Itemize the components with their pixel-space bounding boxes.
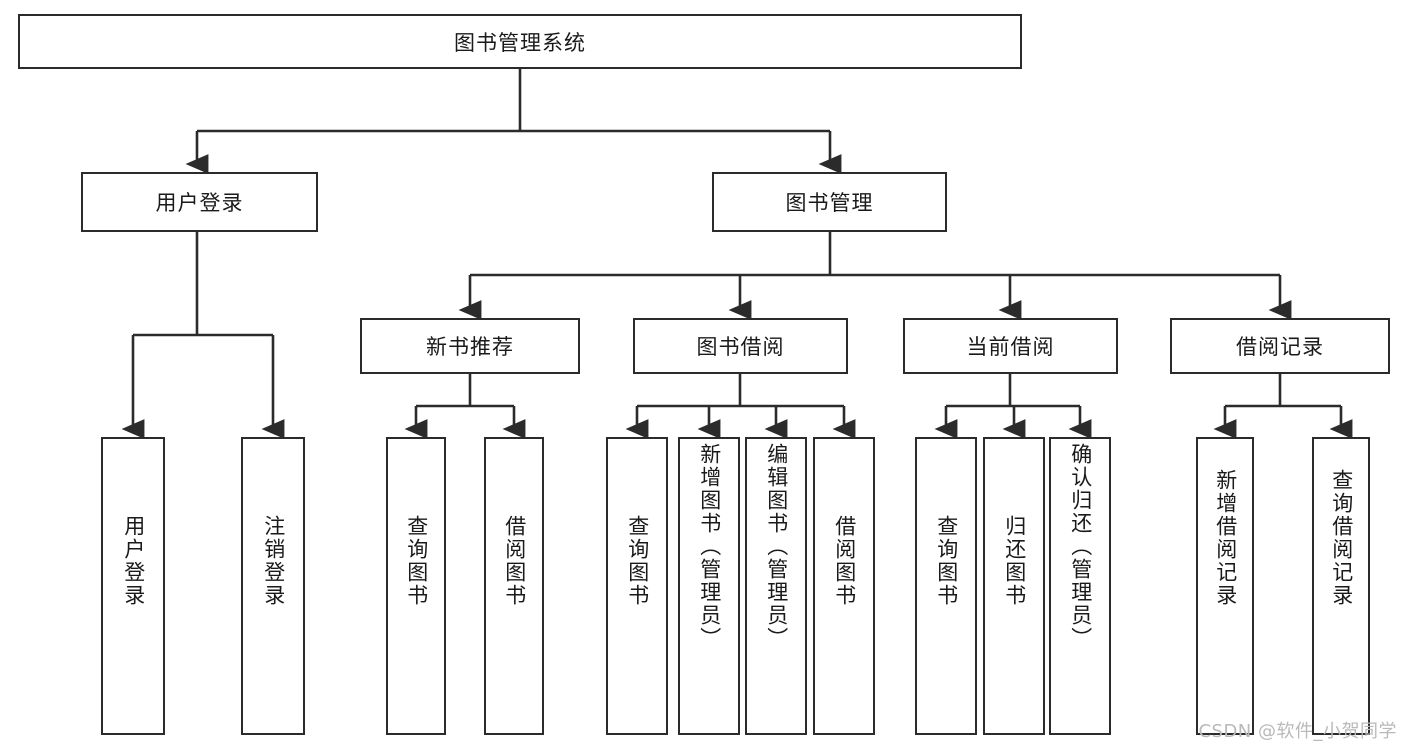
node-book-manage[interactable]: 图书管理 (712, 172, 947, 232)
node-borrow-record-label: 借阅记录 (1236, 335, 1324, 359)
node-leaf-query-books-recommend[interactable]: 查询图书 (386, 437, 446, 735)
node-leaf-query-borrow-record-label: 查询借阅记录 (1329, 469, 1354, 607)
node-root-label: 图书管理系统 (454, 30, 586, 55)
node-new-book-recommend-label: 新书推荐 (426, 335, 514, 359)
node-leaf-query-books-current[interactable]: 查询图书 (915, 437, 977, 735)
node-leaf-return-books[interactable]: 归还图书 (983, 437, 1045, 735)
node-leaf-borrow-books-borrow[interactable]: 借阅图书 (813, 437, 875, 735)
node-leaf-query-borrow-record[interactable]: 查询借阅记录 (1312, 437, 1370, 735)
node-leaf-return-books-label: 归还图书 (1002, 515, 1027, 607)
node-current-borrow[interactable]: 当前借阅 (903, 318, 1118, 374)
node-borrow-record[interactable]: 借阅记录 (1170, 318, 1390, 374)
node-root[interactable]: 图书管理系统 (18, 14, 1022, 69)
csdn-watermark: CSDN @软件_小贺同学 (1198, 721, 1397, 742)
node-leaf-user-login[interactable]: 用户登录 (101, 437, 165, 735)
node-leaf-query-books-current-label: 查询图书 (934, 515, 959, 607)
node-leaf-borrow-books-borrow-label: 借阅图书 (832, 515, 857, 607)
node-leaf-user-login-label: 用户登录 (121, 515, 146, 607)
node-leaf-edit-book-admin-label: 编辑图书（管理员） (764, 443, 789, 650)
node-user-login[interactable]: 用户登录 (81, 172, 318, 232)
node-leaf-query-books-recommend-label: 查询图书 (404, 515, 429, 607)
node-current-borrow-label: 当前借阅 (966, 335, 1055, 359)
node-leaf-query-books-borrow[interactable]: 查询图书 (606, 437, 668, 735)
node-leaf-borrow-books-recommend-label: 借阅图书 (502, 515, 527, 607)
node-leaf-query-books-borrow-label: 查询图书 (625, 515, 650, 607)
node-leaf-add-borrow-record[interactable]: 新增借阅记录 (1196, 437, 1254, 735)
node-leaf-logout[interactable]: 注销登录 (241, 437, 305, 735)
node-leaf-logout-label: 注销登录 (261, 515, 286, 607)
node-new-book-recommend[interactable]: 新书推荐 (360, 318, 580, 374)
node-leaf-edit-book-admin[interactable]: 编辑图书（管理员） (745, 437, 807, 735)
node-user-login-label: 用户登录 (155, 191, 244, 215)
node-leaf-borrow-books-recommend[interactable]: 借阅图书 (484, 437, 544, 735)
node-leaf-confirm-return-admin-label: 确认归还（管理员） (1068, 443, 1093, 650)
node-leaf-add-book-admin[interactable]: 新增图书（管理员） (678, 437, 740, 735)
node-leaf-add-book-admin-label: 新增图书（管理员） (697, 443, 722, 650)
node-book-manage-label: 图书管理 (785, 191, 874, 215)
node-leaf-confirm-return-admin[interactable]: 确认归还（管理员） (1049, 437, 1111, 735)
node-leaf-add-borrow-record-label: 新增借阅记录 (1213, 469, 1238, 607)
node-book-borrow-label: 图书借阅 (696, 335, 785, 359)
node-book-borrow[interactable]: 图书借阅 (633, 318, 848, 374)
